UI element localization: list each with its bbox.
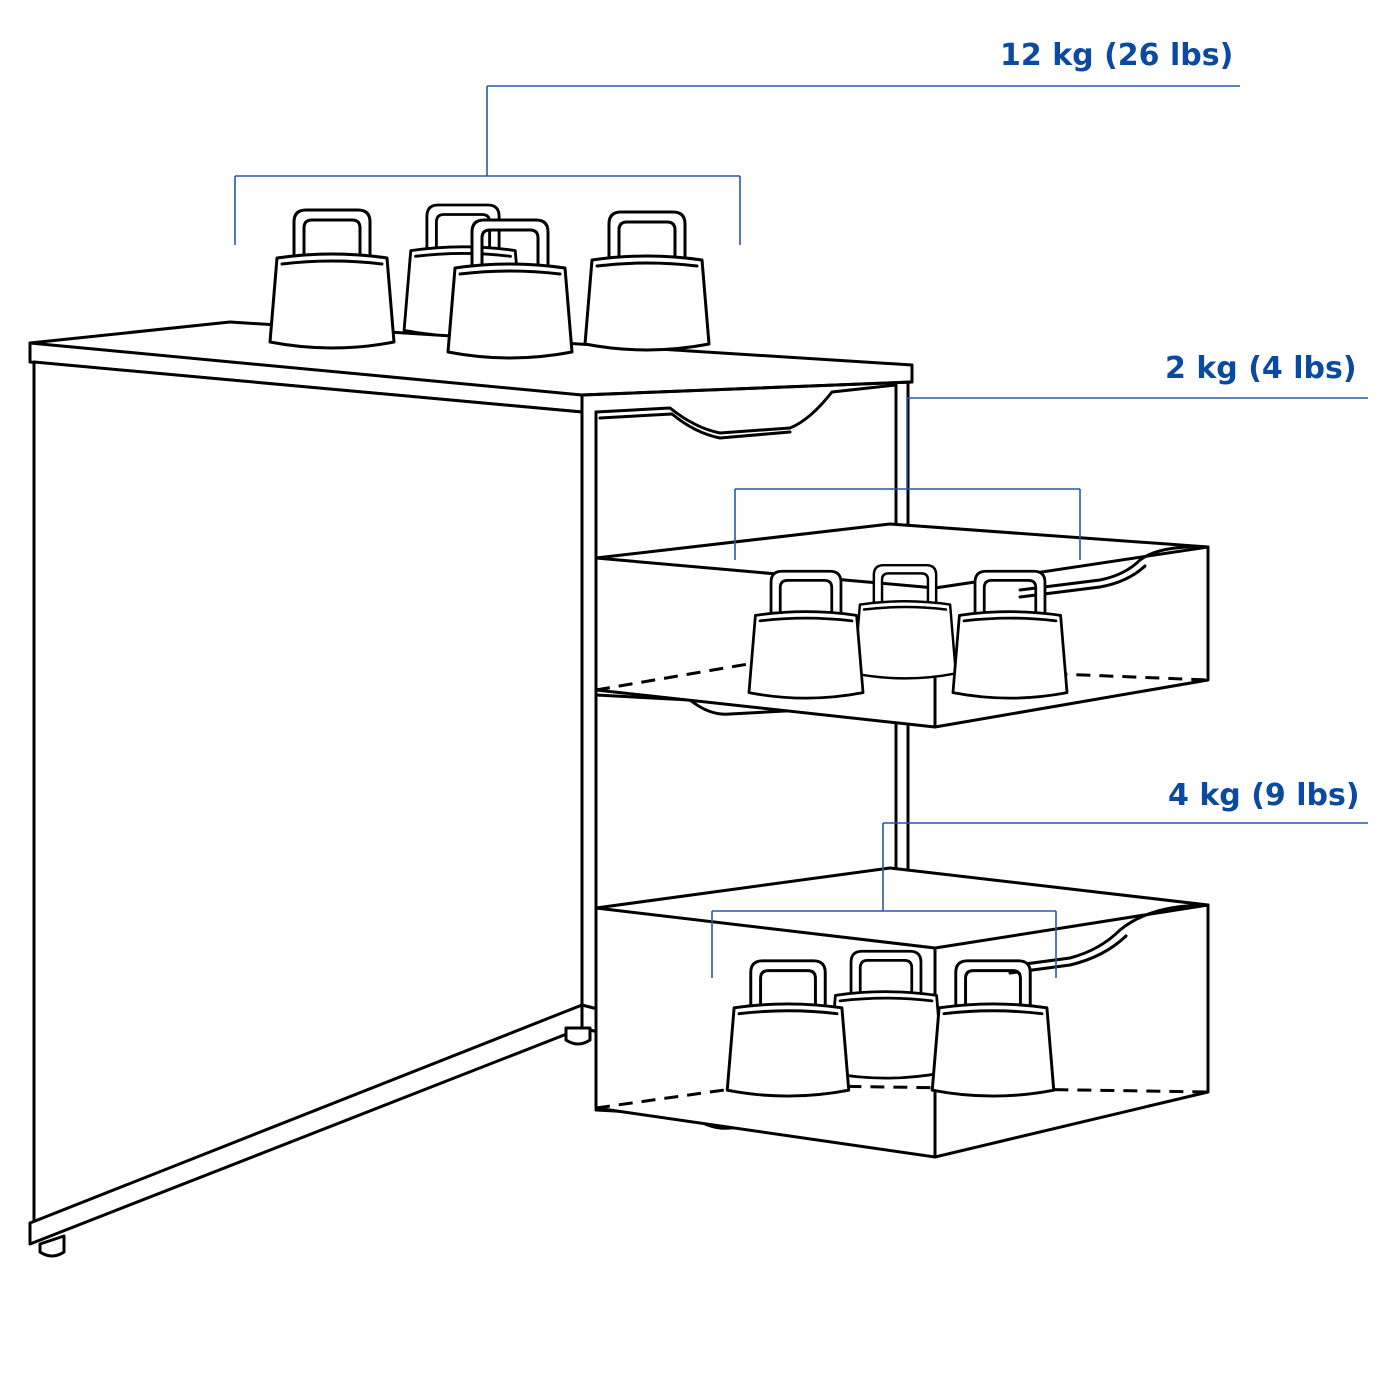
upper-drawer-load-label: 2 kg (4 lbs) (1165, 351, 1357, 386)
cabinet (28, 320, 914, 1258)
lower-drawer-load-label: 4 kg (9 lbs) (1168, 778, 1360, 813)
upper-drawer (594, 522, 1210, 729)
leader-lines (234, 85, 1368, 978)
top-load-label: 12 kg (26 lbs) (1000, 38, 1234, 73)
top-weights (268, 203, 711, 360)
lower-drawer (594, 866, 1210, 1159)
